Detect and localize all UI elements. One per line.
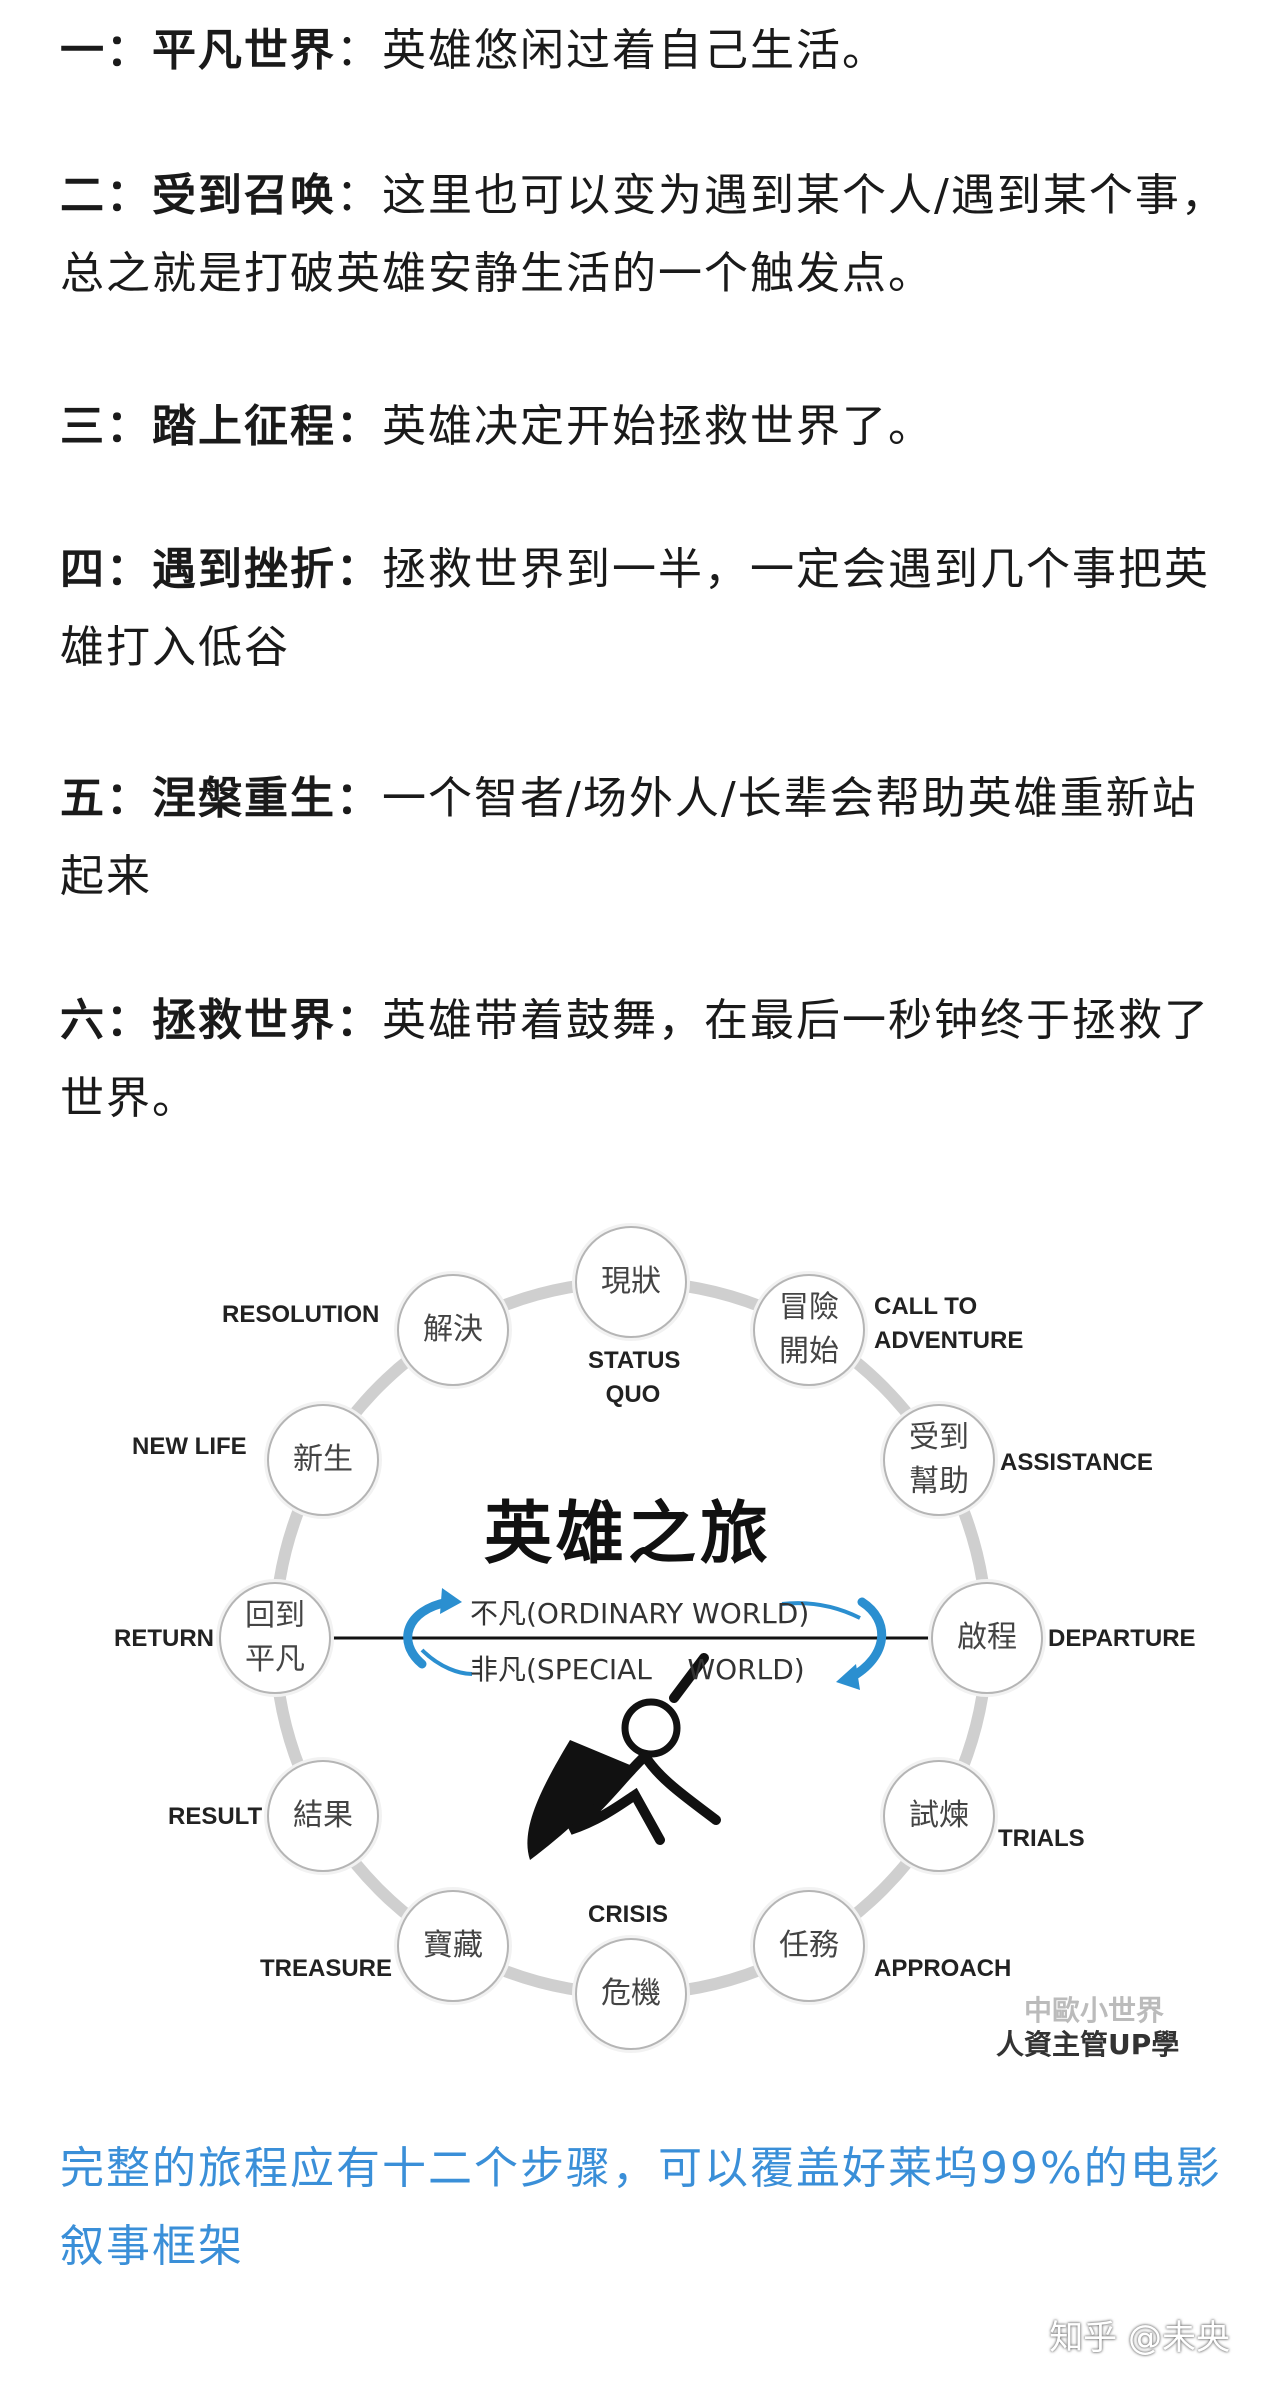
label-crisis: CRISIS [588, 1901, 669, 1928]
ordinary-world-label: 不凡(ORDINARY WORLD) [470, 1597, 810, 1630]
label-departure: DEPARTURE [1048, 1625, 1196, 1652]
label-status-quo: STATUS QUO [588, 1347, 681, 1408]
node-trials: 試煉 [883, 1760, 995, 1872]
node-result: 結果 [267, 1760, 379, 1872]
step-6-lead: 六：拯救世界： [60, 995, 382, 1046]
step-5-lead: 五：涅槃重生： [60, 773, 382, 824]
step-5-paragraph: 五：涅槃重生：一个智者/场外人/长辈会帮助英雄重新站起来 [60, 760, 1230, 916]
step-2-body: ：这里也可以变为遇到某个人/遇到某个事，总之就是打破英雄安静生活的一个触发点。 [60, 170, 1227, 299]
caption-text: 完整的旅程应有十二个步骤，可以覆盖好莱坞99%的电影叙事框架 [60, 2143, 1222, 2272]
node-status-quo: 現狀 [575, 1226, 687, 1338]
step-3-body: 英雄决定开始拯救世界了。 [382, 401, 934, 452]
label-assistance: ASSISTANCE [1000, 1449, 1153, 1476]
label-treasure: TREASURE [260, 1955, 393, 1982]
step-3-lead: 三：踏上征程： [60, 401, 382, 452]
step-1-body: ：英雄悠闲过着自己生活。 [336, 25, 888, 76]
watermark-line-2: 人資主管UP學 [996, 2028, 1180, 2061]
heros-journey-diagram: 英雄之旅 不凡(ORDINARY WORLD) 非凡(SPECIAL WORLD… [100, 1190, 1220, 2090]
step-1-paragraph: 一：平凡世界：英雄悠闲过着自己生活。 [60, 12, 1230, 90]
node-treasure: 寶藏 [397, 1890, 509, 2002]
node-new-life: 新生 [267, 1404, 379, 1516]
label-approach: APPROACH [874, 1955, 1012, 1982]
step-4-lead: 四：遇到挫折： [60, 544, 382, 595]
node-call-to-adventure: 冒險 開始 [753, 1274, 865, 1386]
step-4-body: 拯救世界到一半，一定会遇到几个事把英雄打入低谷 [60, 544, 1210, 673]
node-departure: 啟程 [931, 1582, 1043, 1694]
node-assistance: 受到 幫助 [883, 1404, 995, 1516]
step-6-paragraph: 六：拯救世界：英雄带着鼓舞，在最后一秒钟终于拯救了世界。 [60, 982, 1230, 1138]
node-approach: 任務 [753, 1890, 865, 2002]
node-crisis: 危機 [575, 1938, 687, 2050]
step-5-body: 一个智者/场外人/长辈会帮助英雄重新站起来 [60, 773, 1198, 902]
step-2-lead: 二：受到召唤 [60, 170, 336, 221]
step-2-paragraph: 二：受到召唤：这里也可以变为遇到某个人/遇到某个事，总之就是打破英雄安静生活的一… [60, 157, 1230, 313]
node-return: 回到 平凡 [219, 1582, 331, 1694]
special-world-label: 非凡(SPECIAL WORLD) [470, 1653, 805, 1686]
label-call-to-adventure: CALL TO ADVENTURE [874, 1293, 1024, 1354]
node-resolution: 解決 [397, 1274, 509, 1386]
step-3-paragraph: 三：踏上征程：英雄决定开始拯救世界了。 [60, 388, 1230, 466]
hero-figure-icon [527, 1653, 721, 1860]
label-new-life: NEW LIFE [132, 1433, 247, 1460]
watermark-line-1: 中歐小世界 [1024, 1994, 1165, 2027]
step-1-lead: 一：平凡世界 [60, 25, 336, 76]
step-4-paragraph: 四：遇到挫折：拯救世界到一半，一定会遇到几个事把英雄打入低谷 [60, 531, 1230, 687]
label-resolution: RESOLUTION [222, 1301, 380, 1328]
label-trials: TRIALS [998, 1825, 1085, 1852]
diagram-title: 英雄之旅 [484, 1495, 773, 1574]
zhihu-watermark: 知乎 @未央 [1049, 2318, 1230, 2358]
step-6-body: 英雄带着鼓舞，在最后一秒钟终于拯救了世界。 [60, 995, 1210, 1124]
label-result: RESULT [168, 1803, 263, 1830]
label-return: RETURN [114, 1625, 214, 1652]
